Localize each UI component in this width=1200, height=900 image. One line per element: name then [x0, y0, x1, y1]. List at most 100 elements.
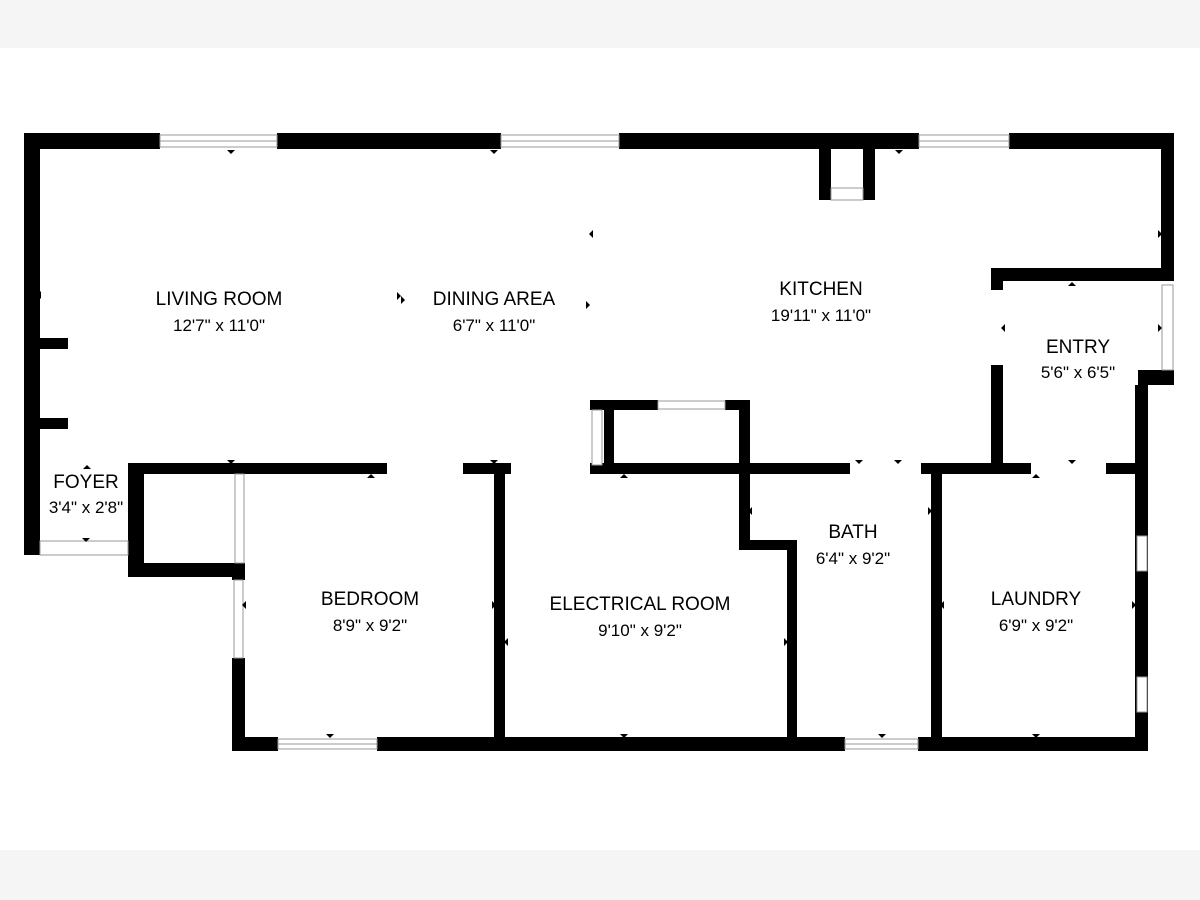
- marker: [620, 734, 628, 738]
- room-name-entry: ENTRY: [1046, 337, 1110, 358]
- window-closet-top: [657, 400, 726, 410]
- wall-bottom-1: [232, 737, 278, 751]
- window-entry-right: [1161, 284, 1174, 371]
- room-dims-entry: 5'6" x 6'5": [1041, 363, 1115, 382]
- room-name-living-room: LIVING ROOM: [156, 289, 283, 310]
- marker: [1068, 282, 1076, 286]
- room-dims-living-room: 12'7" x 11'0": [173, 316, 265, 335]
- wall-top-2: [277, 133, 501, 149]
- room-name-electrical-room: ELECTRICAL ROOM: [550, 594, 731, 615]
- wall-bottom-2: [377, 737, 845, 751]
- wall-entry-left-lower: [991, 365, 1003, 470]
- marker: [504, 638, 508, 646]
- marker: [928, 507, 932, 515]
- bath-step-wall: [739, 540, 797, 550]
- wall-mid-5: [1106, 463, 1138, 474]
- wall-top-3: [619, 133, 919, 149]
- wall-top-4: [1009, 133, 1174, 149]
- closet-top-left: [590, 400, 658, 410]
- opening-bedroom-left: [233, 579, 244, 659]
- wall-foyer-closet-bottom: [128, 563, 245, 577]
- room-dims-bath: 6'4" x 9'2": [816, 549, 890, 568]
- marker: [367, 474, 375, 478]
- wall-mid-4: [921, 463, 1031, 474]
- windows: [39, 134, 1174, 750]
- marker: [242, 601, 246, 609]
- marker: [586, 301, 590, 309]
- marker: [1132, 601, 1136, 609]
- marker: [131, 500, 135, 508]
- wall-top-1: [24, 133, 160, 149]
- wall-bedroom-left-upper: [232, 563, 245, 580]
- wall-left-stub-1: [24, 338, 68, 349]
- marker: [784, 638, 788, 646]
- room-dims-kitchen: 19'11" x 11'0": [771, 306, 871, 325]
- wall-left-stub-2: [24, 418, 68, 429]
- marker: [82, 538, 90, 542]
- marker: [1032, 734, 1040, 738]
- room-dims-laundry: 6'9" x 9'2": [999, 616, 1073, 635]
- room-name-bedroom: BEDROOM: [321, 589, 419, 610]
- window-closet-left: [591, 409, 603, 466]
- wall-mid-3: [590, 463, 850, 474]
- room-dims-foyer: 3'4" x 2'8": [49, 498, 123, 517]
- room-name-bath: BATH: [828, 522, 877, 543]
- wall-bedroom-left-lower: [232, 658, 245, 751]
- wall-mid-2: [463, 463, 511, 474]
- room-labels: LIVING ROOM 12'7" x 11'0" DINING AREA 6'…: [49, 279, 1115, 640]
- marker: [620, 474, 628, 478]
- dimension-markers: [37, 150, 1162, 738]
- wall-entry-left-upper: [991, 268, 1003, 290]
- wall-right-upper: [1161, 133, 1174, 281]
- marker: [589, 230, 593, 238]
- column-right: [863, 145, 875, 200]
- closet-top-right: [725, 400, 750, 410]
- marker: [227, 150, 235, 154]
- marker: [326, 734, 334, 738]
- wall-bath-left: [787, 540, 797, 751]
- closet-right-wall: [739, 400, 750, 548]
- opening-foyer-closet: [234, 473, 245, 564]
- wall-bedroom-right: [494, 463, 505, 751]
- marker: [401, 296, 405, 304]
- walls: [24, 133, 1174, 751]
- room-dims-dining-area: 6'7" x 11'0": [453, 316, 536, 335]
- wall-entry-right-step: [1138, 370, 1174, 385]
- marker: [748, 507, 752, 515]
- room-dims-bedroom: 8'9" x 9'2": [333, 616, 407, 635]
- marker: [895, 150, 903, 154]
- marker: [490, 150, 498, 154]
- marker: [1032, 474, 1040, 478]
- room-dims-electrical-room: 9'10" x 9'2": [598, 621, 682, 640]
- marker: [940, 601, 944, 609]
- wall-bath-right: [931, 463, 942, 751]
- opening-foyer-bottom: [39, 540, 129, 556]
- column-left: [819, 145, 831, 200]
- marker: [1001, 324, 1005, 332]
- marker: [83, 465, 91, 469]
- window-laundry-right-1: [1136, 535, 1148, 572]
- marker: [1068, 460, 1076, 464]
- column-niche: [830, 187, 864, 201]
- marker: [855, 460, 863, 464]
- closet-inner-wall: [604, 400, 614, 470]
- room-name-foyer: FOYER: [53, 472, 118, 493]
- room-name-kitchen: KITCHEN: [779, 279, 862, 300]
- marker: [227, 460, 235, 464]
- wall-bottom-3: [918, 737, 1148, 751]
- wall-foyer-closet-left: [128, 463, 144, 577]
- room-name-dining-area: DINING AREA: [433, 289, 556, 310]
- marker: [37, 291, 41, 299]
- window-laundry-right-2: [1136, 676, 1148, 713]
- marker: [1158, 324, 1162, 332]
- marker: [878, 734, 886, 738]
- marker: [397, 292, 401, 300]
- marker: [492, 601, 496, 609]
- marker: [1158, 230, 1162, 238]
- marker: [894, 460, 902, 464]
- wall-entry-top: [991, 268, 1174, 281]
- marker: [490, 460, 498, 464]
- wall-mid-1: [133, 463, 387, 474]
- room-name-laundry: LAUNDRY: [991, 589, 1082, 610]
